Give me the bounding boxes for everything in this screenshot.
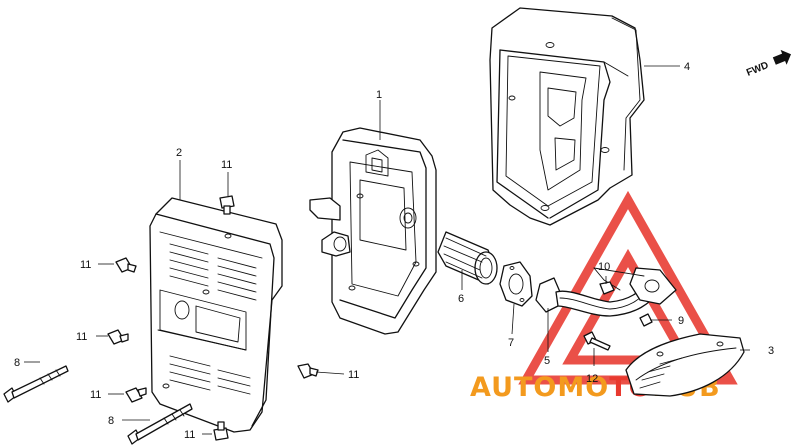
part-gasket [499,261,533,307]
bolt-9 [639,313,653,327]
forward-label: FWD [745,60,770,79]
forward-arrow-icon [772,49,792,65]
callout-11-left-upper: 11 [80,259,91,271]
callouts: 1 2 3 4 5 6 7 8 8 9 10 11 11 11 11 11 11… [14,61,774,441]
bolt-long-lower [127,403,193,445]
part-muffler [309,127,437,335]
bolt-12 [583,331,611,351]
callout-6: 6 [458,293,464,305]
part-muffler-protector [489,7,645,226]
callout-11-left-lower: 11 [90,389,101,401]
callout-11-top: 11 [221,159,232,171]
screw-11-left-lower [125,387,147,403]
callout-11-right: 11 [348,369,359,381]
bolt-long-upper [3,365,69,403]
callout-5: 5 [544,355,550,367]
callout-8-lower: 8 [108,415,114,427]
nut-10 [599,281,615,295]
callout-1: 1 [376,89,382,101]
leader-lines [24,65,750,435]
screw-11-right [297,363,319,379]
callout-12: 12 [586,373,598,385]
callout-8-upper: 8 [14,357,20,369]
part-muffler-cover [149,197,283,433]
callout-9: 9 [678,315,684,327]
callout-2: 2 [176,147,182,159]
callout-4: 4 [684,61,690,73]
callout-7: 7 [508,337,514,349]
part-pipe-protector [625,333,745,397]
screw-11-left-upper [115,257,137,273]
screw-11-top [219,195,235,215]
callout-11-bottom: 11 [184,429,195,441]
callout-10: 10 [598,261,610,273]
callout-11-left-middle: 11 [76,331,87,343]
callout-3: 3 [768,345,774,357]
watermark-text-a: AUTOMO [470,372,609,403]
screw-11-left-middle [107,329,129,345]
part-exhaust-pipe [535,267,677,317]
part-spark-arrester [437,231,498,285]
screw-11-bottom [213,421,229,441]
forward-direction-indicator: FWD [745,49,792,79]
